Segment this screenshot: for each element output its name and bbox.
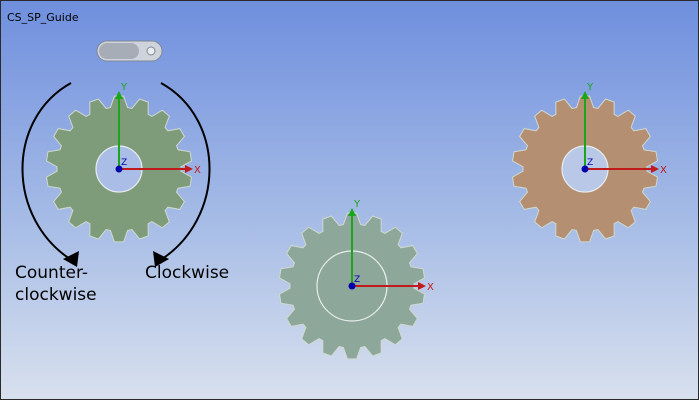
y-axis-label: Y xyxy=(353,199,361,210)
y-axis-arrowhead xyxy=(581,91,589,99)
coordinate-triad-middle: X Y Z xyxy=(348,199,434,293)
y-axis-label: Y xyxy=(586,82,594,93)
z-axis-label: Z xyxy=(587,158,593,168)
y-axis-arrowhead xyxy=(348,208,356,216)
x-axis-arrowhead xyxy=(185,165,193,173)
coordinate-triad-right: X Y Z xyxy=(581,82,667,176)
counterclockwise-label: Counter- clockwise xyxy=(15,263,97,305)
window-title: CS_SP_Guide xyxy=(7,11,79,24)
clockwise-arrow xyxy=(158,82,211,262)
origin-point xyxy=(348,282,356,290)
x-axis-label: X xyxy=(194,165,201,176)
y-axis-arrowhead xyxy=(115,91,123,99)
z-axis-label: Z xyxy=(121,158,127,168)
counterclockwise-arrowhead xyxy=(63,251,79,267)
x-axis-label: X xyxy=(660,165,667,176)
clockwise-label: Clockwise xyxy=(145,263,230,283)
clockwise-arrowhead xyxy=(153,251,169,267)
x-axis-label: X xyxy=(427,282,434,293)
origin-point xyxy=(115,165,123,173)
x-axis-arrowhead xyxy=(651,165,659,173)
z-axis-label: Z xyxy=(354,275,360,285)
y-axis-label: Y xyxy=(120,82,128,93)
x-axis-arrowhead xyxy=(418,282,426,290)
origin-point xyxy=(581,165,589,173)
slider-control[interactable] xyxy=(96,40,163,62)
coordinate-triad-left: X Y Z xyxy=(115,82,201,176)
counterclockwise-arrow xyxy=(21,82,74,262)
